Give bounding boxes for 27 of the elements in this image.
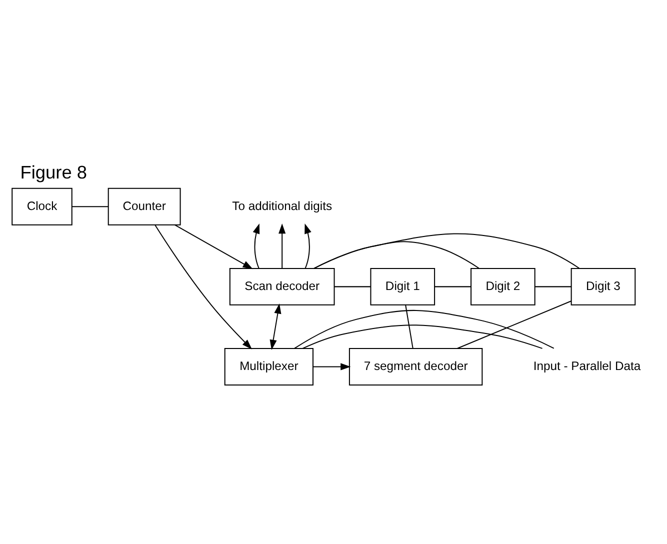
connector	[434, 286, 471, 287]
node-text: To additional digits	[232, 198, 332, 212]
connector	[314, 232, 580, 268]
node-box: Multiplexer	[224, 347, 314, 385]
arrow	[154, 224, 252, 349]
node-text: Input - Parallel Data	[533, 358, 641, 372]
connector	[535, 286, 572, 287]
node-box: 7 segment decoder	[348, 347, 483, 385]
arrow	[270, 303, 282, 350]
arrow	[174, 224, 253, 269]
arrow	[304, 223, 312, 268]
connector	[334, 286, 371, 287]
arrow	[313, 362, 351, 370]
diagram-title: Figure 8	[20, 161, 88, 182]
connector	[72, 206, 108, 207]
node-box: Scan decoder	[229, 267, 335, 305]
node-box: Digit 2	[470, 267, 536, 305]
node-box: Counter	[108, 187, 181, 225]
node-box: Clock	[12, 187, 72, 225]
connector	[405, 304, 414, 348]
connector	[302, 324, 542, 348]
connector	[294, 309, 554, 348]
node-box: Digit 3	[570, 267, 636, 305]
connector	[457, 300, 572, 348]
arrow	[278, 222, 286, 268]
arrow	[252, 223, 260, 268]
node-box: Digit 1	[370, 267, 436, 305]
